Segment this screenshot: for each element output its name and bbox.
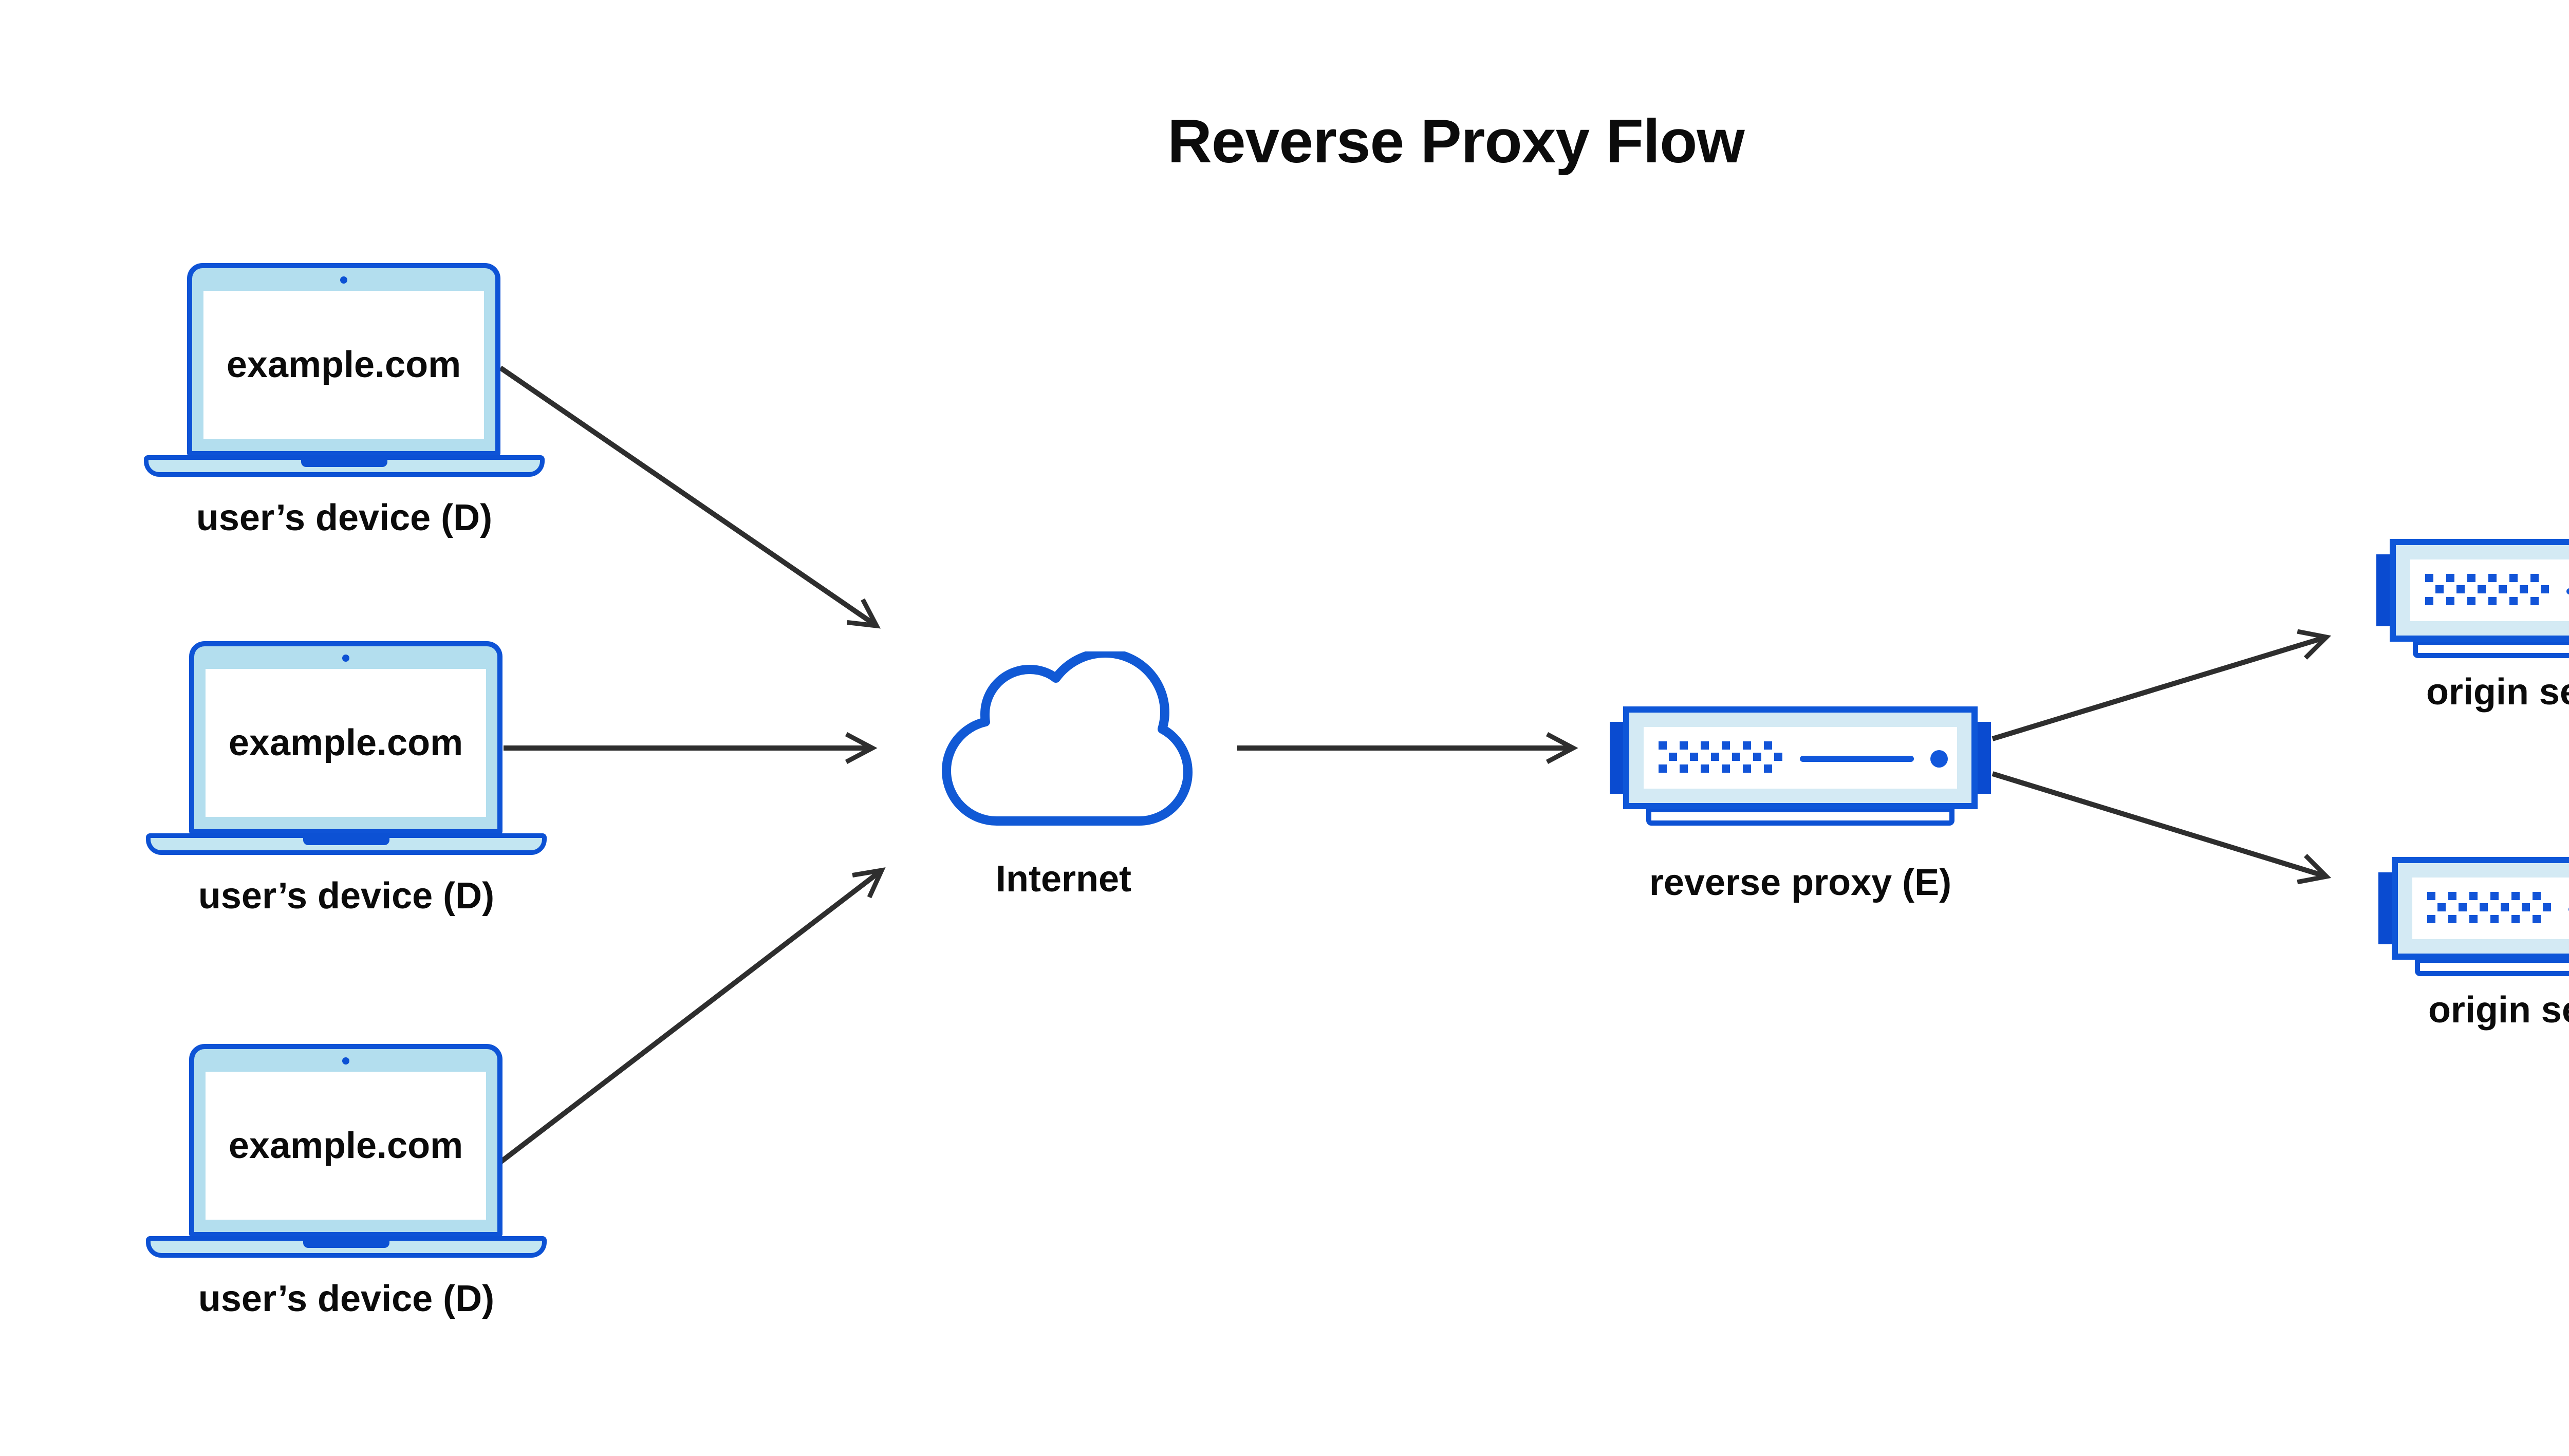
page-title: Reverse Proxy Flow: [1167, 107, 1745, 176]
internet-label: Internet: [995, 858, 1132, 900]
cloud-icon: [942, 648, 1193, 826]
laptop-screen-window: example.com: [206, 1072, 486, 1220]
laptop-hinge-notch: [303, 837, 389, 845]
server-face-pattern: [1659, 741, 1948, 773]
server-face: [1623, 706, 1978, 809]
device-caption: user’s device (D): [198, 875, 495, 917]
user-device-3: example.com user’s device (D): [146, 1044, 547, 1319]
laptop-screen-window: example.com: [203, 291, 484, 439]
laptop-screen: example.com: [189, 1044, 502, 1237]
server-face: [2390, 539, 2569, 642]
server-icon: [2376, 539, 2569, 658]
laptop-hinge-notch: [303, 1240, 389, 1248]
device-caption: user’s device (D): [198, 1278, 495, 1319]
server-face-pattern: [2427, 892, 2569, 923]
laptop-icon: example.com: [146, 641, 547, 857]
server-base: [2415, 958, 2569, 976]
arrow-device1-to-internet: [499, 365, 881, 629]
server-panel: [2412, 878, 2569, 939]
origin-caption: origin server (F): [2428, 990, 2569, 1031]
laptop-base: [144, 455, 545, 477]
server-icon: [1610, 706, 1991, 826]
server-face: [2392, 857, 2569, 960]
arrow-proxy-to-origin2: [1991, 771, 2332, 885]
laptop-base: [146, 1236, 547, 1258]
server-face-pattern: [2425, 574, 2569, 605]
server-panel: [1644, 727, 1957, 789]
server-base: [2413, 640, 2569, 658]
server-base: [1646, 807, 1954, 826]
laptop-icon: example.com: [144, 263, 545, 479]
reverse-proxy-node: reverse proxy (E): [1610, 706, 1991, 903]
laptop-hinge-notch: [301, 459, 387, 467]
arrow-device3-to-internet: [498, 867, 886, 1164]
user-device-2: example.com user’s device (D): [146, 641, 547, 917]
server-panel: [2410, 559, 2569, 621]
origin-server-2: origin server (F): [2378, 857, 2569, 1031]
laptop-screen-window: example.com: [206, 669, 486, 817]
laptop-base: [146, 833, 547, 855]
device-caption: user’s device (D): [196, 497, 493, 538]
server-icon: [2378, 857, 2569, 976]
arrow-proxy-to-origin1: [1991, 629, 2332, 741]
laptop-screen: example.com: [187, 263, 500, 456]
screen-url-text: example.com: [228, 722, 463, 763]
webcam-dot-icon: [342, 655, 349, 662]
laptop-screen: example.com: [189, 641, 502, 834]
proxy-caption: reverse proxy (E): [1649, 862, 1952, 903]
origin-caption: origin server (F): [2426, 671, 2569, 713]
webcam-dot-icon: [340, 276, 347, 284]
screen-url-text: example.com: [226, 344, 461, 385]
user-device-1: example.com user’s device (D): [144, 263, 545, 538]
screen-url-text: example.com: [228, 1125, 463, 1166]
origin-server-1: origin server (F): [2376, 539, 2569, 713]
internet-node: Internet: [920, 648, 1207, 900]
laptop-icon: example.com: [146, 1044, 547, 1260]
webcam-dot-icon: [342, 1057, 349, 1065]
